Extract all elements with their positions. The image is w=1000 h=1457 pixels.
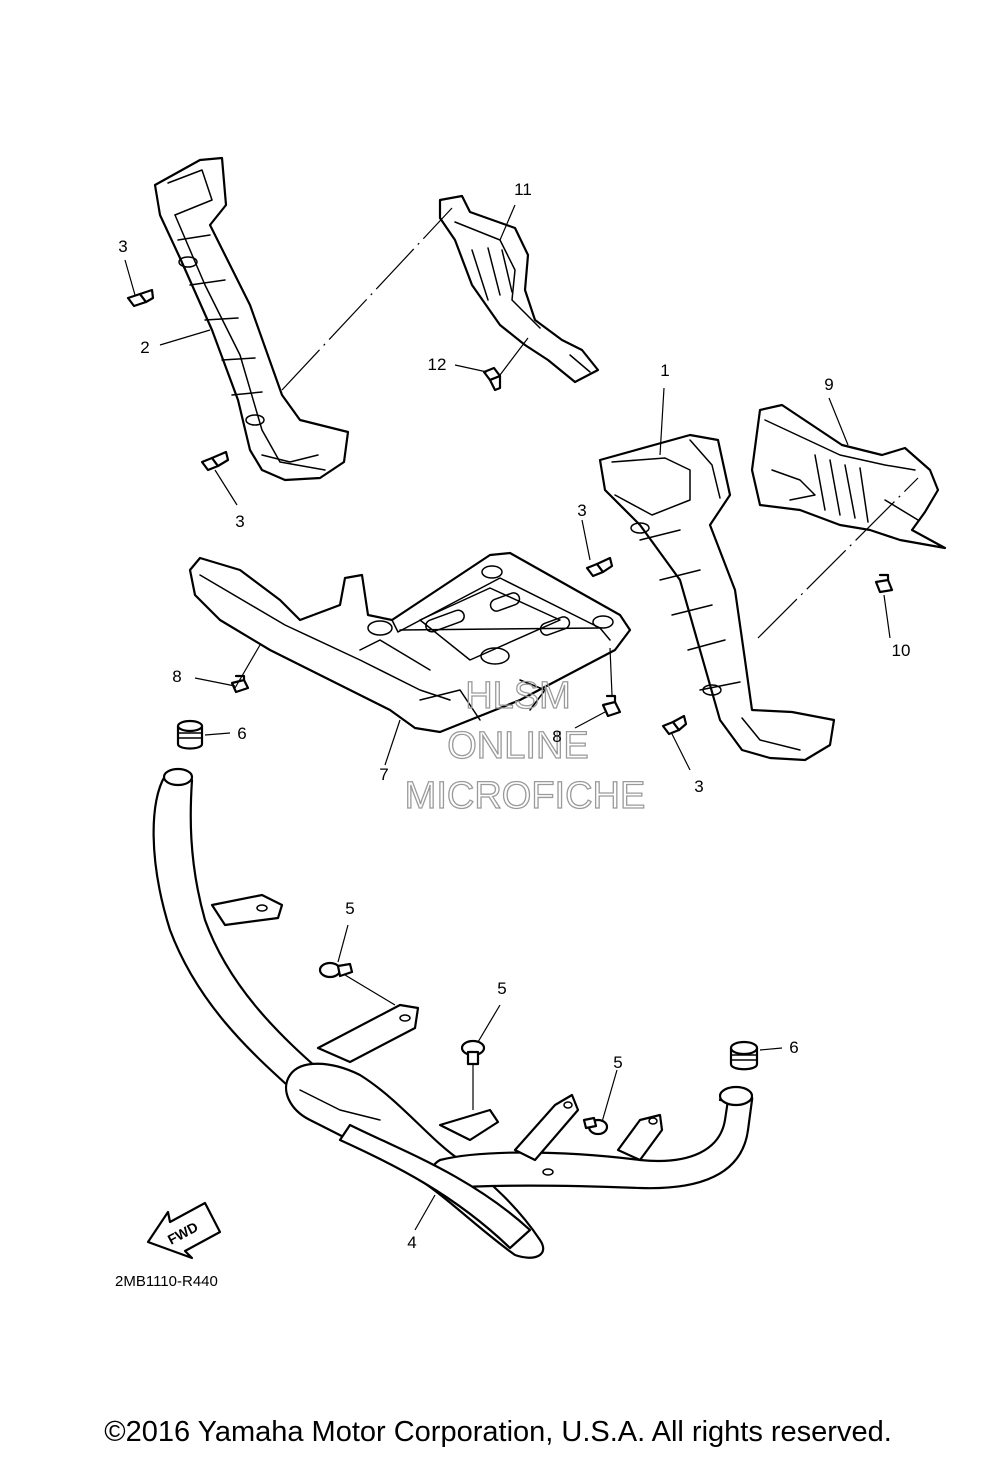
bolt-icon xyxy=(126,288,155,308)
part-11-guard-plate xyxy=(438,194,600,384)
callout-6: 6 xyxy=(789,1038,798,1057)
part-7-skid-plate xyxy=(188,551,632,734)
bolt-icon xyxy=(601,694,622,718)
fwd-arrow-icon: FWD xyxy=(146,1201,222,1260)
watermark: HLSM ONLINE MICROFICHE xyxy=(404,674,646,817)
callout-4: 4 xyxy=(407,1233,416,1252)
callout-8: 8 xyxy=(552,727,561,746)
part-9-guard-plate xyxy=(750,403,947,550)
svg-text:MICROFICHE: MICROFICHE xyxy=(405,775,646,817)
part-2-side-guard-left xyxy=(153,156,350,482)
bolt-icon xyxy=(582,1116,609,1136)
bolt-icon xyxy=(482,366,502,392)
bolt-icon xyxy=(661,714,688,736)
callout-12: 12 xyxy=(428,355,447,374)
leader-lines xyxy=(124,204,891,1231)
bolt-icon xyxy=(230,674,250,694)
callout-11: 11 xyxy=(514,180,532,199)
copyright-text: ©2016 Yamaha Motor Corporation, U.S.A. A… xyxy=(104,1416,892,1448)
callout-1: 1 xyxy=(660,361,669,380)
callout-10: 10 xyxy=(892,641,911,660)
callout-3: 3 xyxy=(694,777,703,796)
part-6-cap-right xyxy=(729,1040,759,1071)
diagram-code: 2MB1110-R440 xyxy=(115,1273,218,1290)
callout-9: 9 xyxy=(824,375,833,394)
callout-7: 7 xyxy=(379,765,388,784)
alignment-lines xyxy=(281,207,919,639)
callout-5: 5 xyxy=(613,1053,622,1072)
callout-labels: 1 2 3 3 3 3 4 5 5 5 6 6 7 8 8 9 10 11 12 xyxy=(118,180,910,1252)
svg-text:ONLINE: ONLINE xyxy=(447,725,588,767)
part-4-front-guard xyxy=(152,767,754,1259)
callout-2: 2 xyxy=(140,338,149,357)
part-1-side-guard-right xyxy=(598,433,836,762)
bolt-icon xyxy=(585,556,614,578)
part-6-cap-left xyxy=(176,719,204,750)
callout-5: 5 xyxy=(345,899,354,918)
callout-5: 5 xyxy=(497,979,506,998)
svg-text:HLSM: HLSM xyxy=(465,675,571,717)
bolt-icon xyxy=(200,450,230,472)
callout-8: 8 xyxy=(172,667,181,686)
callout-3: 3 xyxy=(235,512,244,531)
callout-6: 6 xyxy=(237,724,246,743)
callout-3: 3 xyxy=(118,237,127,256)
bolt-icon xyxy=(874,573,894,594)
callout-3: 3 xyxy=(577,501,586,520)
bolt-icon xyxy=(460,1039,486,1066)
bolt-icon xyxy=(318,961,354,979)
